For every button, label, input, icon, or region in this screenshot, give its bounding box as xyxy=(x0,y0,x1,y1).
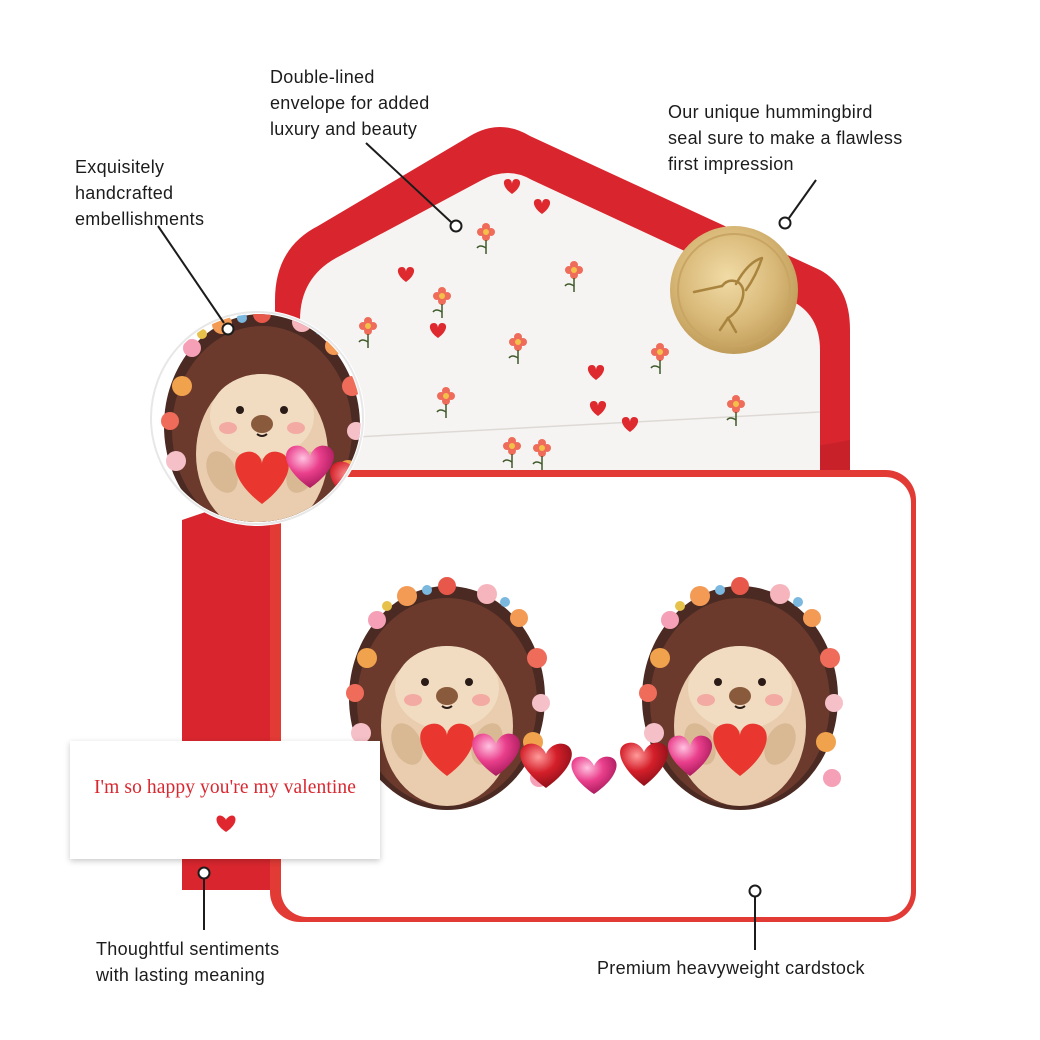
caption-line: luxury and beauty xyxy=(270,119,418,139)
caption-line: embellishments xyxy=(75,209,205,229)
sentiment-text: I'm so happy you're my valentine xyxy=(93,777,357,798)
greeting-card xyxy=(270,470,916,922)
caption-double-lined-envelope: Double-lined envelope for added luxury a… xyxy=(270,64,430,142)
caption-embellishments: Exquisitely handcrafted embellishments xyxy=(75,154,204,232)
envelope-liner xyxy=(300,173,820,470)
gem-heart-garland xyxy=(472,733,713,794)
leader-lines xyxy=(157,142,817,950)
caption-line: envelope for added xyxy=(270,93,430,113)
caption-hummingbird-seal: Our unique hummingbird seal sure to make… xyxy=(668,99,903,177)
caption-line: with lasting meaning xyxy=(96,965,266,985)
caption-line: Thoughtful sentiments xyxy=(96,939,280,959)
embellishment-closeup xyxy=(149,310,365,526)
caption-line: first impression xyxy=(668,154,794,174)
sentiment-card: I'm so happy you're my valentine xyxy=(70,741,380,859)
caption-line: Double-lined xyxy=(270,67,375,87)
caption-line: handcrafted xyxy=(75,183,174,203)
caption-line: Premium heavyweight cardstock xyxy=(597,958,865,978)
hummingbird-seal-icon xyxy=(692,256,764,334)
heart-icon xyxy=(216,815,236,832)
hummingbird-seal xyxy=(670,226,798,354)
caption-line: Our unique hummingbird xyxy=(668,102,873,122)
caption-cardstock: Premium heavyweight cardstock xyxy=(597,955,865,981)
caption-line: Exquisitely xyxy=(75,157,165,177)
caption-line: seal sure to make a flawless xyxy=(668,128,903,148)
caption-sentiments: Thoughtful sentiments with lasting meani… xyxy=(96,936,279,988)
